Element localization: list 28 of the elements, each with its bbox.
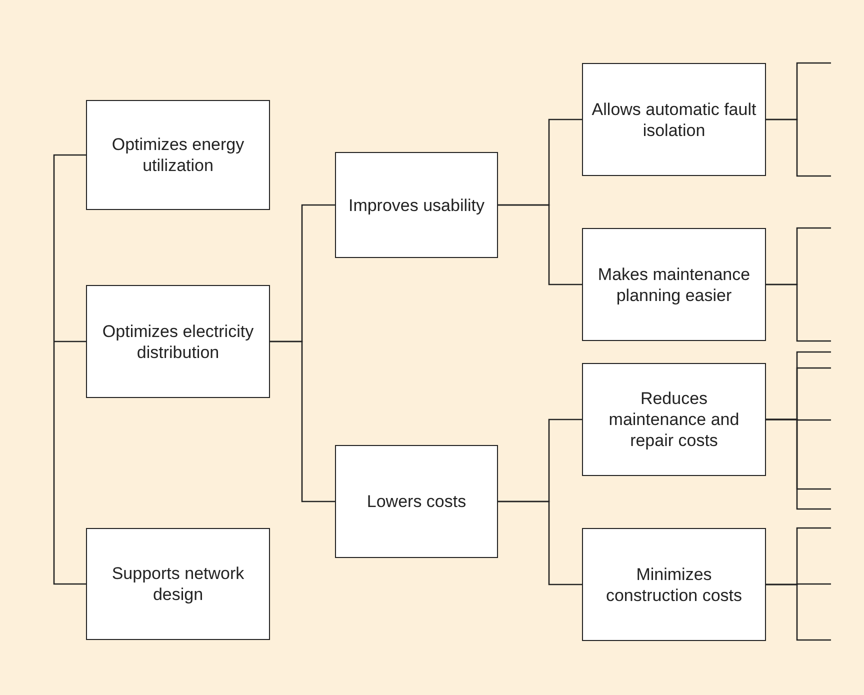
box-label: Optimizes electricity distribution — [101, 320, 255, 362]
process-box — [86, 285, 270, 398]
box-label: Allows automatic fault isolation — [591, 98, 757, 140]
box-label: Reduces maintenance and repair costs — [608, 388, 740, 451]
connector-line — [498, 204, 582, 286]
process-box — [335, 445, 498, 558]
process-box — [582, 363, 766, 476]
process-box — [582, 63, 766, 176]
box-label: Lowers costs — [366, 491, 466, 512]
connector-line — [53, 340, 86, 342]
process-box — [582, 228, 766, 341]
connector-line — [766, 118, 831, 177]
connector-line — [53, 154, 86, 342]
process-box — [86, 100, 270, 210]
process-box — [86, 528, 270, 640]
box-label: Supports network design — [110, 563, 246, 605]
connector-line — [766, 584, 831, 641]
connector-line — [53, 340, 86, 585]
box-label: Minimizes construction costs — [604, 564, 744, 606]
connector-line — [270, 340, 335, 502]
box-label: Optimizes energy utilization — [110, 134, 246, 176]
connector-line — [498, 500, 582, 586]
connector-line — [766, 418, 831, 510]
process-box — [582, 528, 766, 641]
box-label: Makes maintenance planning easier — [596, 264, 752, 306]
box-label: Improves usability — [348, 194, 485, 216]
process-box — [335, 152, 498, 258]
connector-line — [766, 284, 831, 342]
